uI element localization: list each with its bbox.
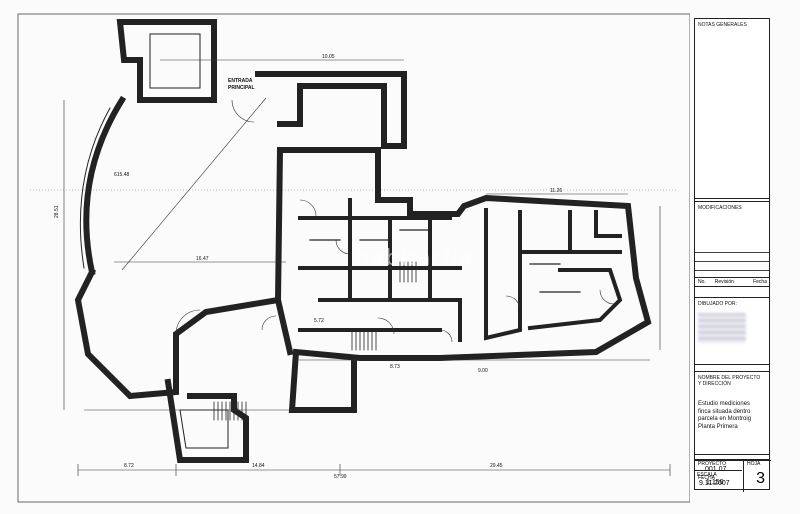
hoja-label: HOJA	[747, 461, 761, 467]
entrance-label-1: ENTRADA	[228, 78, 253, 84]
project-label-2: Y DIRECCIÓN	[698, 381, 731, 387]
project-section: NOMBRE DEL PROYECTO Y DIRECCIÓN Estudio …	[695, 371, 769, 455]
dim-stair: 5.72	[314, 318, 324, 324]
sheet-frame	[17, 13, 690, 503]
scale-cell: ESCALA 1:150	[694, 470, 742, 490]
fecha-value: 9.11.2007	[699, 480, 730, 487]
dim-segment-2: 14.84	[252, 463, 265, 469]
modifications-header: No. Revisión Fecha	[695, 277, 769, 286]
notes-label: NOTAS GENERALES	[698, 22, 747, 28]
project-name-line-2: finca situada dentro	[698, 408, 751, 415]
dim-segment-3: 29.45	[490, 463, 503, 469]
proyecto-value: 001.07	[705, 466, 727, 473]
project-name-line-4: Planta Primera	[698, 423, 738, 430]
dim-right-top: 11.26	[550, 188, 562, 194]
mod-revision-label: Revisión	[714, 279, 734, 285]
mod-no-label: No.	[698, 279, 706, 285]
project-info-section: PROYECTO HOJA 001.07 FECHA 9.11.2007 3	[695, 459, 771, 492]
sheet-number: 3	[756, 470, 765, 487]
project-name-line-3: parcela en Montroig	[698, 416, 752, 422]
dim-top: 10.05	[322, 54, 335, 60]
drawn-by-section: DIBUJADO POR:	[695, 297, 769, 365]
mod-date-label: Fecha	[753, 279, 767, 285]
dimension-lines	[30, 59, 678, 476]
dim-lower: 9.00	[478, 368, 488, 374]
dimension-labels: ENTRADA PRINCIPAL 57.99 8.72 14.84 29.45…	[54, 54, 562, 480]
modifications-label: MODIFICACIONES	[698, 205, 742, 211]
dim-segment-1: 8.72	[124, 463, 134, 469]
door-swings	[175, 99, 615, 343]
dim-total-bottom: 57.99	[334, 474, 347, 480]
walls	[74, 19, 652, 463]
escala-label: ESCALA	[697, 472, 717, 478]
modifications-section: MODIFICACIONES No. Revisión Fecha	[695, 201, 769, 287]
modifications-grid: No. Revisión Fecha	[695, 252, 769, 286]
proyecto-label: PROYECTO	[698, 461, 726, 467]
entrance-label-2: PRINCIPAL	[228, 85, 255, 91]
notes-section: NOTAS GENERALES	[695, 19, 769, 199]
project-name-line-1: Estudio mediciones	[698, 401, 751, 407]
floor-plan: ENTRADA PRINCIPAL 57.99 8.72 14.84 29.45…	[17, 13, 690, 503]
dim-corridor: 8.73	[390, 364, 400, 370]
watermark: habitaclia	[356, 246, 474, 271]
escala-value: 1:150	[706, 479, 724, 486]
project-label-1: NOMBRE DEL PROYECTO	[698, 375, 761, 381]
redacted-author	[698, 313, 746, 343]
drawn-by-label: DIBUJADO POR:	[698, 301, 737, 307]
fecha-label: FECHA	[698, 475, 715, 481]
dim-left-vertical: 28.51	[54, 205, 60, 218]
title-block: NOTAS GENERALES MODIFICACIONES No. Revis…	[694, 18, 771, 492]
dim-diagonal: 16.47	[196, 256, 209, 262]
dim-arc: 615.48	[114, 172, 130, 178]
